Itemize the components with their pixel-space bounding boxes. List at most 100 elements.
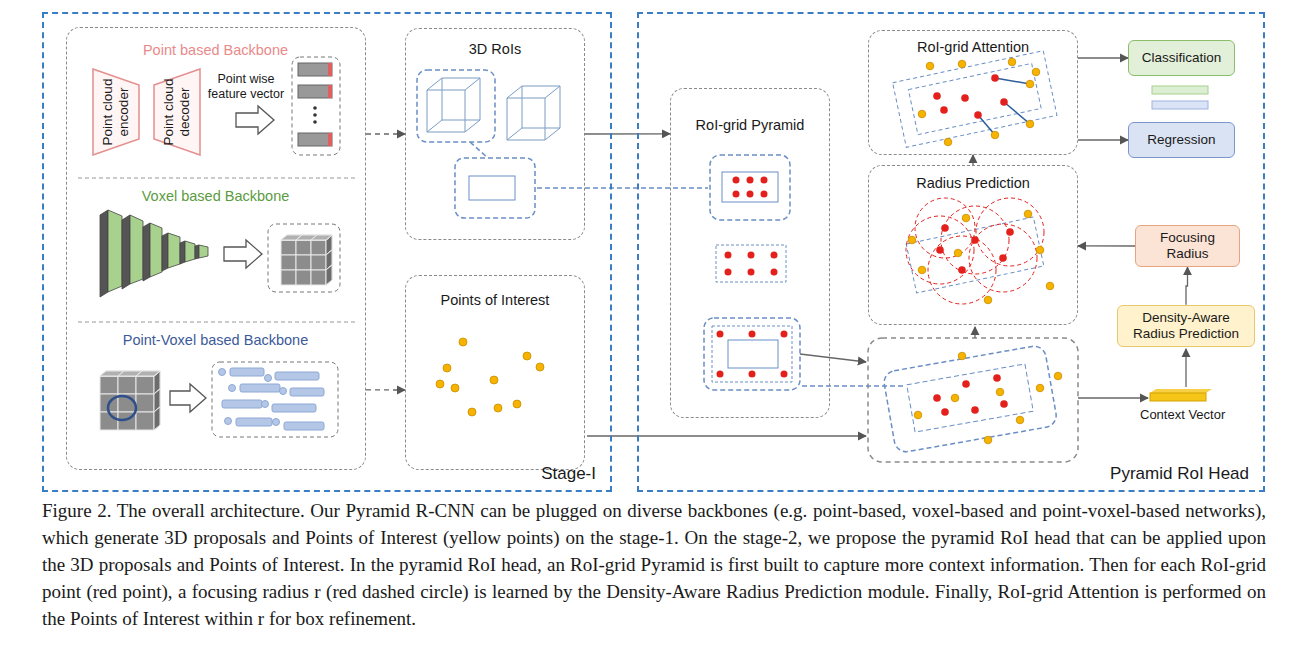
feature-stack-frame xyxy=(292,57,340,155)
connector-arrow xyxy=(366,133,405,134)
process-box: Focusing Radius xyxy=(1135,225,1240,267)
roi-box xyxy=(728,340,778,368)
attention-links xyxy=(978,78,1030,135)
trapezoid-shape xyxy=(154,69,200,155)
feature-vectors xyxy=(298,63,332,146)
process-box: Classification xyxy=(1128,40,1235,76)
module-panel: 3D RoIs xyxy=(405,28,585,240)
roi-bev-box xyxy=(469,176,515,200)
zoom-line xyxy=(802,385,905,387)
voxel xyxy=(326,265,332,285)
point-voxel-features xyxy=(219,368,325,430)
arrow xyxy=(1078,397,1148,398)
voxel xyxy=(136,412,154,430)
panel-title: Point cloud decoder xyxy=(161,72,192,152)
panel-title: Points of Interest xyxy=(406,292,584,308)
panel-title: Radius Prediction xyxy=(869,175,1077,191)
connector-arrow xyxy=(585,133,670,134)
region-title: Pyramid RoI Head xyxy=(1110,464,1249,484)
roi-highlight xyxy=(417,70,495,142)
panel-title: RoI-grid Pyramid xyxy=(671,117,829,133)
connector-arrow xyxy=(366,389,405,391)
points-of-interest xyxy=(918,58,1040,146)
voxel xyxy=(311,255,326,270)
roi-grid-points xyxy=(717,177,788,378)
voxel xyxy=(118,376,136,394)
zoom-line xyxy=(470,142,488,158)
connector-arrow xyxy=(1078,57,1128,58)
arrow xyxy=(974,327,975,338)
voxel xyxy=(154,407,160,430)
roi-frame xyxy=(882,344,1058,453)
module-panel: Points of Interest xyxy=(405,275,585,470)
pyramid-level xyxy=(704,318,800,390)
connector-arrow xyxy=(1078,139,1128,140)
divider xyxy=(78,322,356,323)
roi-grid-points xyxy=(936,224,1014,274)
box-label: Focusing Radius xyxy=(1136,230,1239,262)
voxel xyxy=(100,376,118,394)
figure-caption: Figure 2. The overall architecture. Our … xyxy=(42,497,1266,632)
voxel-feature-frame xyxy=(268,224,340,292)
panel-title: Voxel based Backbone xyxy=(67,188,364,205)
voxel-grid xyxy=(100,371,160,430)
module-panel: Point cloud encoder Point cloud decoder Po… xyxy=(66,27,366,470)
voxel xyxy=(311,270,326,285)
process-box: Regression xyxy=(1128,122,1235,158)
points-of-interest xyxy=(436,338,544,416)
panel-title: Point wise feature vector xyxy=(204,72,288,102)
annotation-label: Context Vector xyxy=(1140,407,1225,422)
point-voxel-feature-frame xyxy=(212,362,338,437)
panel-title: Point cloud encoder xyxy=(100,72,131,152)
zoom-line xyxy=(537,187,708,189)
voxel-grid xyxy=(281,235,332,285)
context-vector xyxy=(1150,389,1212,393)
panel-title: Point based Backbone xyxy=(67,42,364,59)
voxel xyxy=(326,265,332,285)
box-label: Density-Aware Radius Prediction xyxy=(1118,310,1254,342)
block-arrow xyxy=(236,106,274,134)
roi-bev-frame xyxy=(455,158,535,218)
voxel xyxy=(281,270,296,285)
region-title: Stage-I xyxy=(541,464,596,484)
panel xyxy=(868,338,1078,462)
connector-arrow xyxy=(1078,245,1135,246)
points-of-interest xyxy=(914,352,1062,444)
voxel xyxy=(311,240,326,255)
voxel-cnn-layers xyxy=(100,210,208,297)
roi-grid-points xyxy=(933,74,1008,119)
voxel xyxy=(326,265,332,285)
roi-box xyxy=(722,172,778,202)
voxel xyxy=(296,255,311,270)
box-label: Regression xyxy=(1142,132,1220,148)
box-label: Classification xyxy=(1137,50,1227,66)
voxel xyxy=(296,270,311,285)
divider xyxy=(78,178,356,179)
network-trapezoid: Point cloud decoder xyxy=(153,68,201,156)
roi-cubes xyxy=(427,78,560,140)
trapezoid-shape xyxy=(93,69,139,155)
panel-title: 3D RoIs xyxy=(406,41,584,57)
module-panel: RoI-grid Attention xyxy=(868,30,1078,155)
point-ball xyxy=(108,396,136,420)
arrow xyxy=(800,354,866,362)
voxel xyxy=(136,394,154,412)
focusing-radius xyxy=(906,198,1044,304)
output-features xyxy=(1152,86,1208,109)
pyramid-level xyxy=(712,326,792,382)
module-panel: RoI-grid Pyramid xyxy=(670,88,830,418)
roi-grid-points xyxy=(933,374,1008,416)
panel-title: RoI-grid Attention xyxy=(869,39,1077,55)
voxel xyxy=(154,407,160,430)
block-arrow xyxy=(170,384,206,412)
voxel xyxy=(154,407,160,430)
arrow xyxy=(1185,349,1186,387)
voxel xyxy=(311,235,332,240)
voxel xyxy=(296,240,311,255)
connector-arrow xyxy=(1186,267,1188,305)
attention-roi xyxy=(893,51,1057,148)
pyramid-level xyxy=(710,155,790,220)
connector-arrow xyxy=(972,155,973,165)
module-panel: Radius Prediction xyxy=(868,165,1078,325)
process-box: Density-Aware Radius Prediction xyxy=(1117,305,1255,347)
